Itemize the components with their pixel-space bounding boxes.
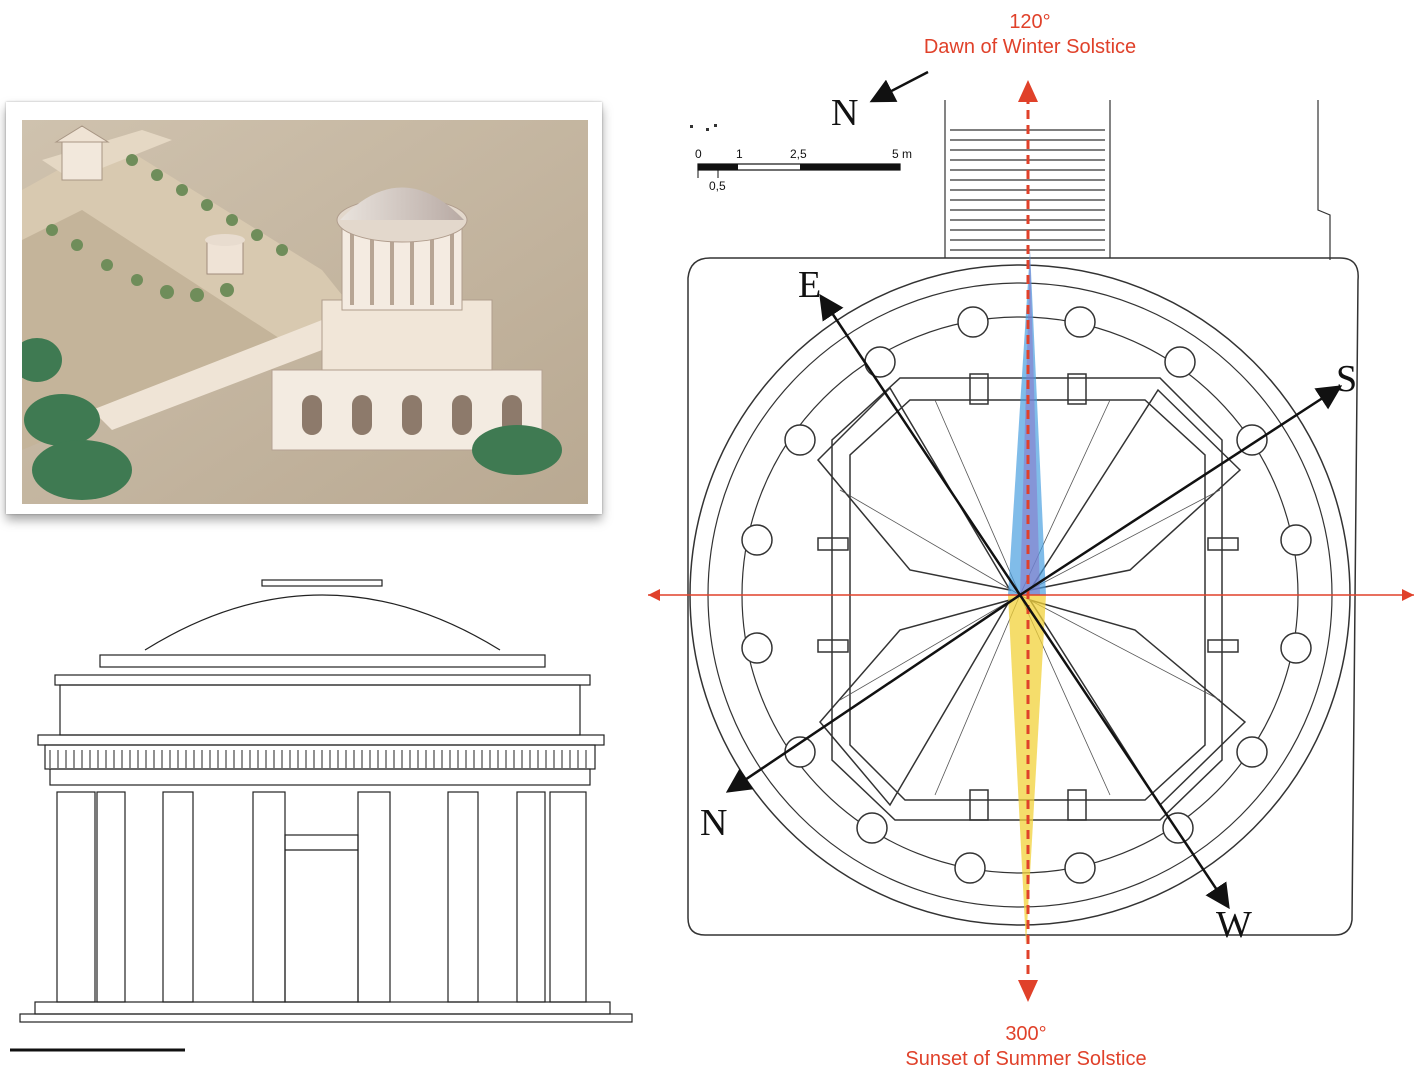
south-label: S (1336, 358, 1358, 400)
scale-tick-5: 5 m (892, 147, 912, 161)
scale-tick-0-5: 0,5 (709, 179, 726, 193)
winter-caption: Dawn of Winter Solstice (923, 36, 1137, 58)
platform-outline (687, 257, 1359, 936)
winter-solstice-label: 120° Dawn of Winter Solstice (880, 10, 1180, 60)
winter-angle: 120° (1009, 11, 1051, 33)
model-photo-image (22, 120, 588, 504)
east-label: E (798, 264, 822, 306)
north-arrow (725, 593, 1021, 793)
dome-outline (144, 594, 501, 651)
scale-tick-0: 0 (695, 147, 702, 161)
summer-angle: 300° (1005, 1023, 1047, 1045)
summer-caption: Sunset of Summer Solstice (905, 1048, 1147, 1070)
scale-tick-1: 1 (736, 147, 743, 161)
east-arrow (819, 293, 1022, 596)
scale-tick-2-5: 2,5 (790, 147, 807, 161)
south-arrow (1019, 385, 1343, 597)
north-label: N (700, 802, 728, 844)
elevation-drawing (10, 579, 633, 1052)
north-indicator-arrow (869, 70, 929, 103)
west-label: W (1216, 904, 1252, 946)
model-photo (6, 102, 602, 514)
summer-solstice-label: 300° Sunset of Summer Solstice (876, 1022, 1176, 1072)
scale-bar (697, 163, 901, 178)
column-ring (741, 306, 1312, 884)
west-arrow (1018, 594, 1230, 910)
north-top-label: N (831, 92, 859, 134)
